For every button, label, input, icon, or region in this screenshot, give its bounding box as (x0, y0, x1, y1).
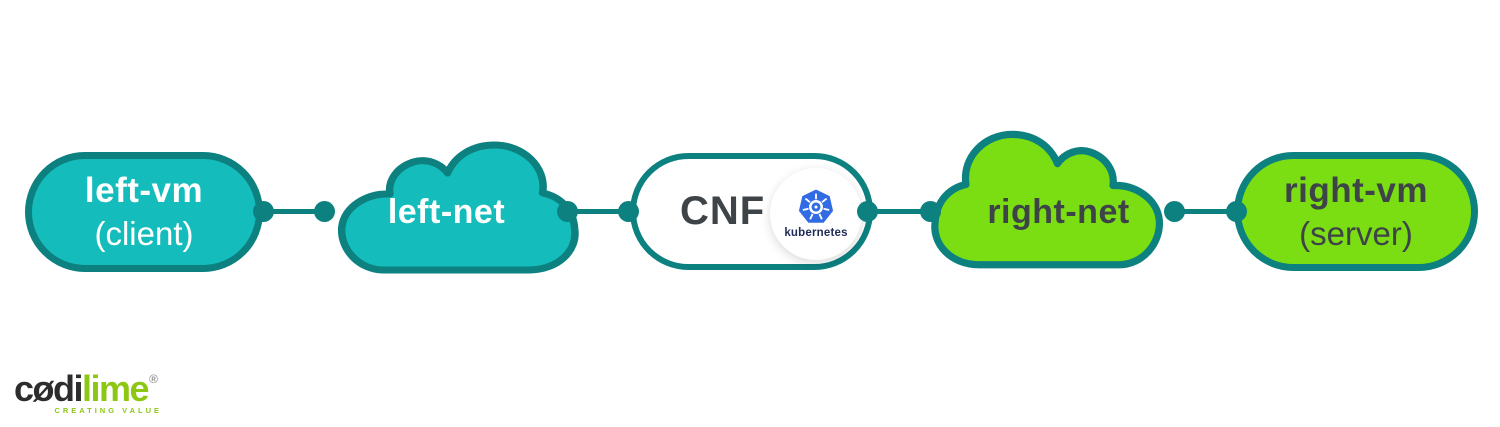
connector-endpoint-dot (1226, 201, 1247, 222)
node-right-vm-label: right-vm (1284, 170, 1428, 210)
registered-mark: ® (149, 372, 158, 386)
codilime-wordmark: cødilime® (14, 360, 164, 408)
node-right-vm-sublabel: (server) (1299, 214, 1413, 252)
connector-endpoint-dot (314, 201, 335, 222)
node-left-vm-label: left-vm (84, 171, 204, 210)
connector-line (263, 209, 325, 214)
node-right-vm: right-vm (server) (1234, 152, 1478, 271)
connector-leftnet-cnf (557, 201, 639, 223)
codilime-logo: cødilime® CREATING VALUE (14, 360, 164, 416)
connector-line (1174, 209, 1237, 214)
connector-endpoint-dot (1164, 201, 1185, 222)
codilime-tagline: CREATING VALUE (54, 406, 162, 415)
node-left-net-label: left-net (387, 193, 506, 231)
connector-endpoint-dot (557, 201, 578, 222)
node-left-vm-sublabel: (client) (94, 215, 194, 252)
node-left-vm: left-vm (client) (25, 152, 263, 272)
connector-endpoint-dot (253, 201, 274, 222)
node-cnf-label: CNF (680, 189, 766, 233)
connector-endpoint-dot (857, 201, 878, 222)
codilime-wordmark-dark: cødi (14, 368, 84, 409)
kubernetes-icon (798, 189, 834, 223)
kubernetes-wordmark: kubernetes (784, 227, 848, 239)
connector-line (567, 209, 629, 214)
connector-leftvm-leftnet (253, 201, 335, 223)
connector-endpoint-dot (920, 201, 941, 222)
kubernetes-badge: kubernetes (770, 168, 862, 260)
connector-endpoint-dot (618, 201, 639, 222)
connector-rightnet-rightvm (1164, 201, 1247, 223)
connector-line (867, 209, 931, 214)
connector-cnf-rightnet (857, 201, 941, 223)
node-right-net-label: right-net (987, 193, 1130, 231)
codilime-wordmark-green: lime (82, 368, 150, 409)
